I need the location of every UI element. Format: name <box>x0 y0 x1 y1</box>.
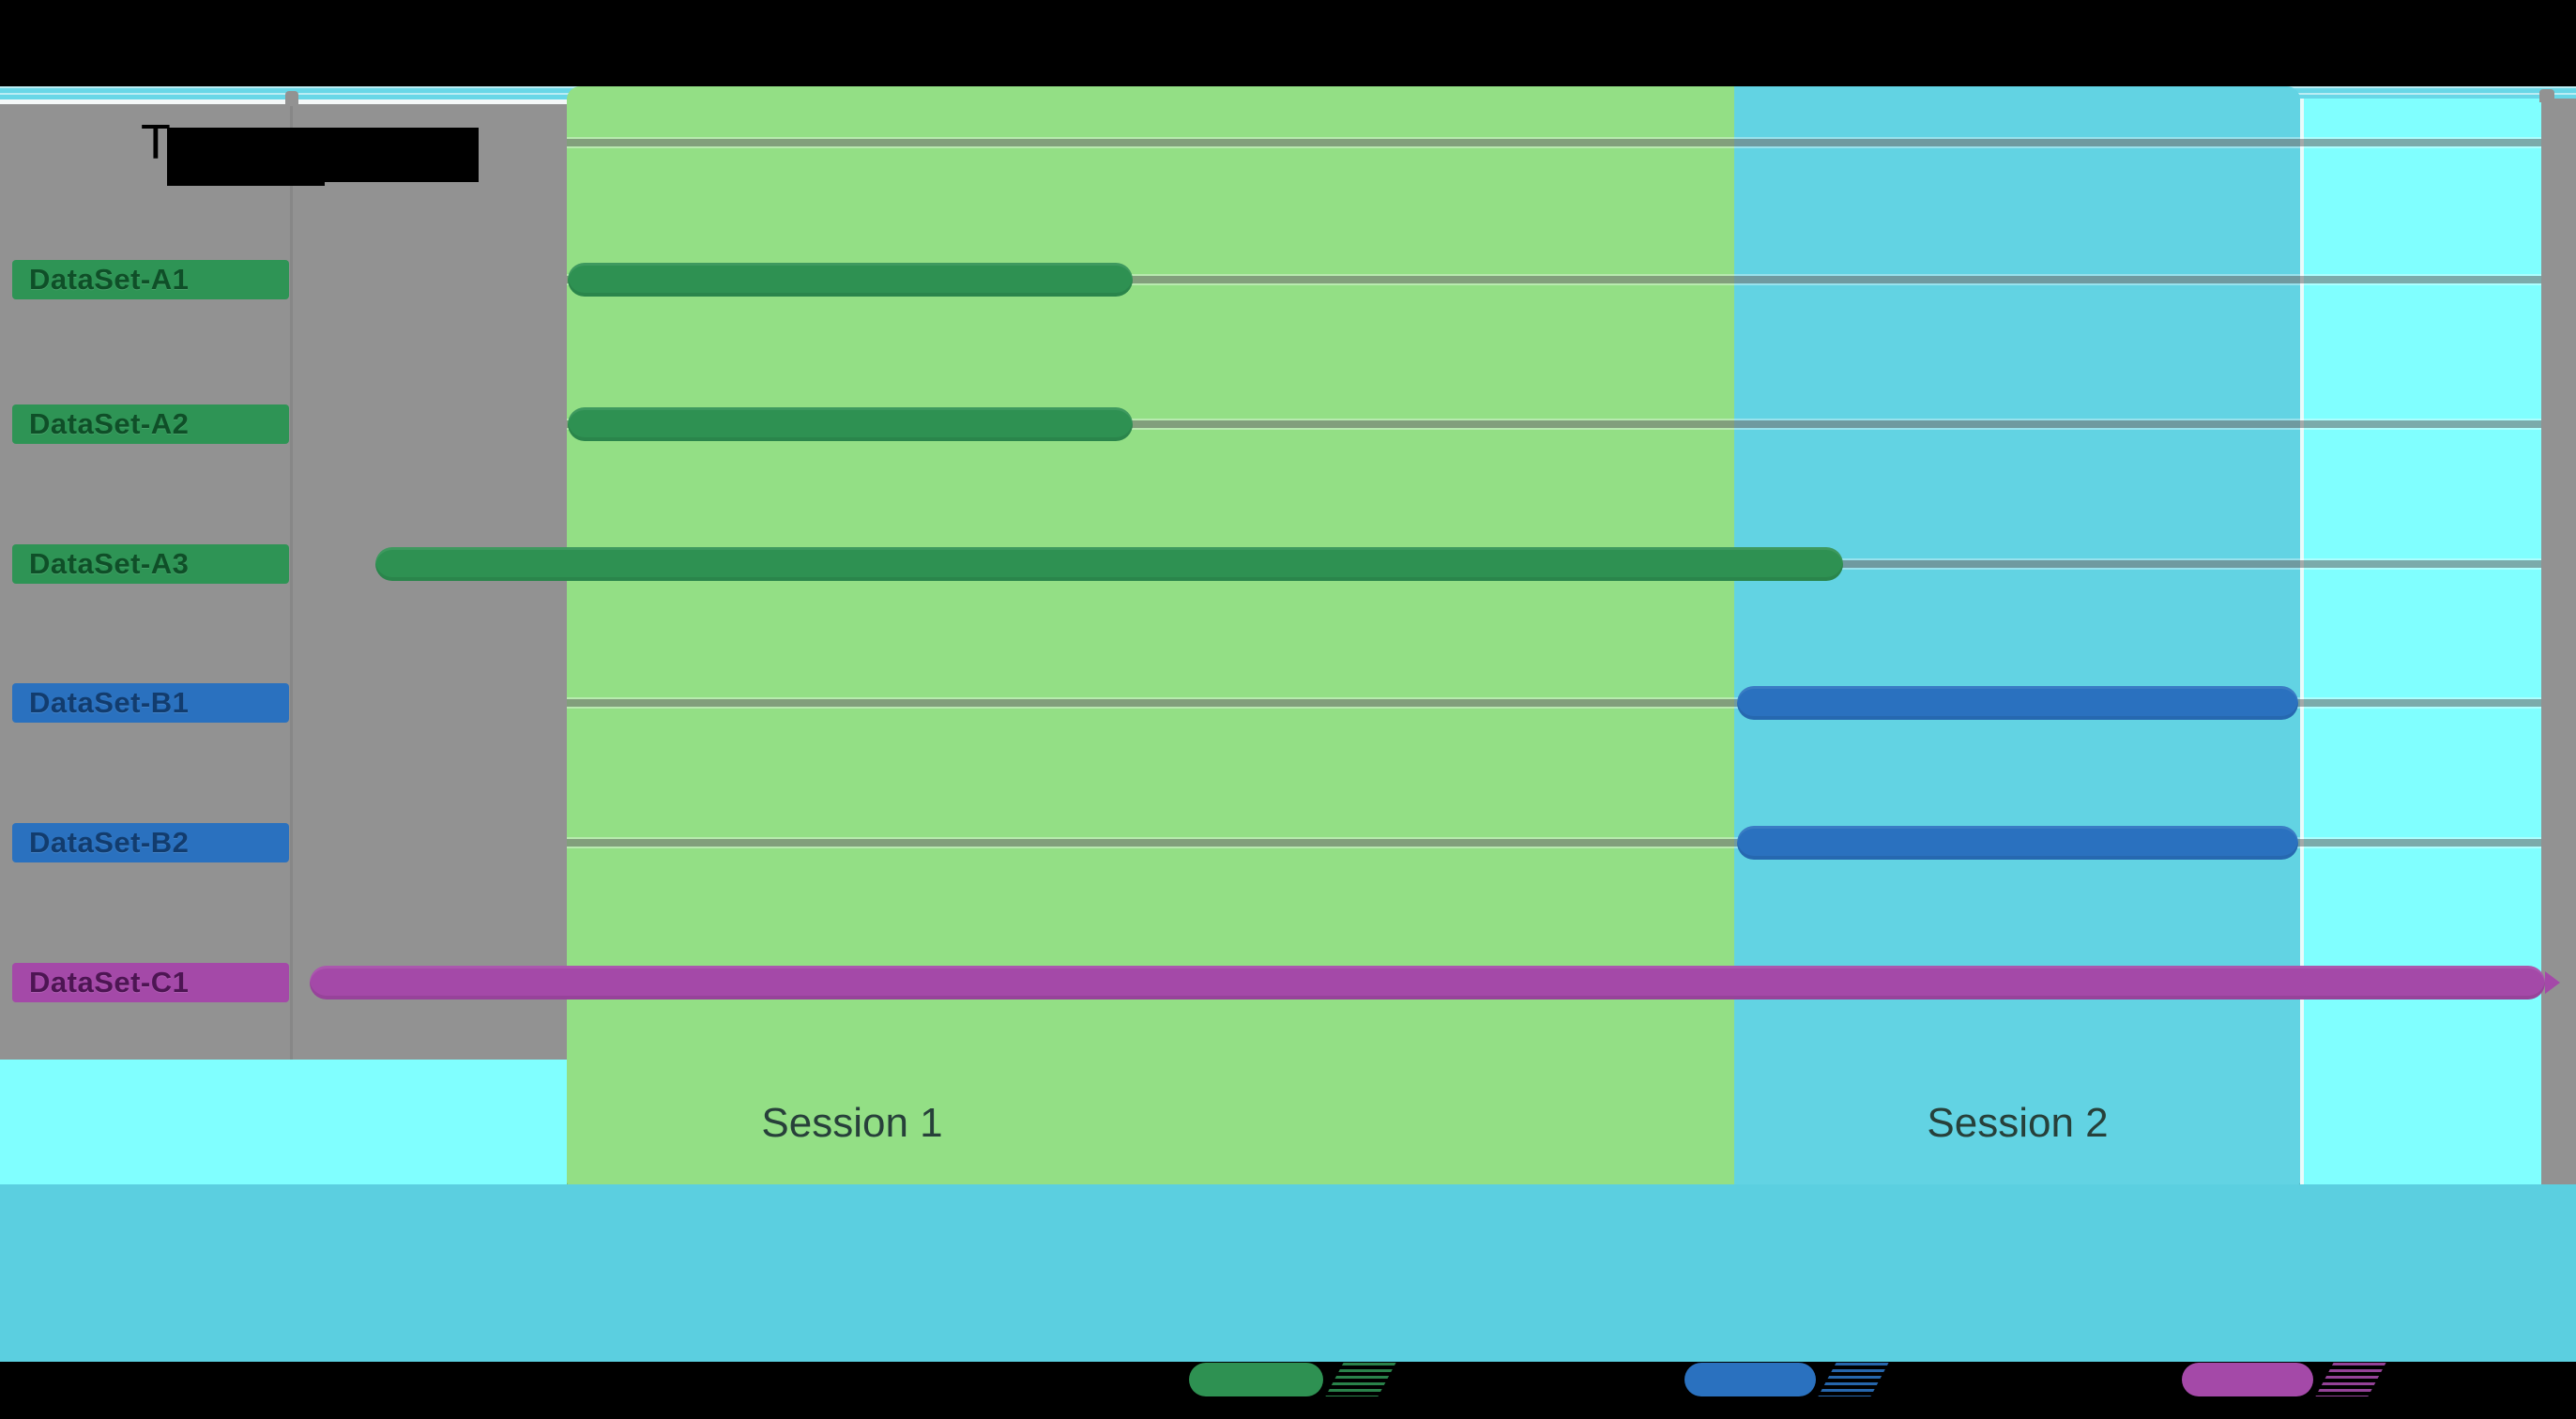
row-label-pill: DataSet-A3 <box>12 544 289 584</box>
timeline-bar <box>375 547 1843 581</box>
row-gridline <box>567 276 2541 283</box>
axis-divider-line <box>290 104 293 1060</box>
green-series-swatch <box>1189 1363 1323 1396</box>
right-strip-top-tick <box>2539 89 2554 102</box>
row-label-pill: DataSet-B2 <box>12 823 289 862</box>
green-series-swatch-tail <box>1325 1363 1396 1396</box>
row-gridline <box>567 139 2541 146</box>
row-gridline <box>567 420 2541 428</box>
row-label-pill: DataSet-B1 <box>12 683 289 723</box>
purple-series-swatch <box>2182 1363 2313 1396</box>
timeline-bar <box>310 966 2545 999</box>
row-label-pill: DataSet-C1 <box>12 963 289 1002</box>
session1-label: Session 1 <box>761 1100 943 1146</box>
chart-title: T <box>141 114 535 199</box>
bottom-left-cyan-block <box>0 1060 567 1190</box>
timeline-bar <box>568 263 1133 297</box>
bottom-teal-band <box>0 1184 2576 1362</box>
timeline-bar <box>568 407 1133 441</box>
session2-label: Session 2 <box>1927 1100 2109 1146</box>
right-panel-seam <box>2300 99 2304 1184</box>
timeline-bar <box>1737 686 2298 720</box>
row-label-pill: DataSet-A1 <box>12 260 289 299</box>
title-redaction-box <box>167 128 479 182</box>
chart-title-visible-text: T <box>141 115 171 170</box>
blue-series-swatch-tail <box>1818 1363 1889 1396</box>
bar-arrow-tip <box>2545 971 2560 994</box>
title-redaction-box-tail <box>167 176 325 186</box>
row-gridline <box>567 699 2541 707</box>
blue-series-swatch <box>1684 1363 1816 1396</box>
purple-series-swatch-tail <box>2315 1363 2386 1396</box>
row-gridline <box>567 839 2541 847</box>
right-gray-strip <box>2541 99 2576 1184</box>
axis-top-tick <box>285 91 298 106</box>
timeline-bar <box>1737 826 2298 860</box>
row-label-pill: DataSet-A2 <box>12 404 289 444</box>
session2-panel <box>1734 86 2300 1196</box>
